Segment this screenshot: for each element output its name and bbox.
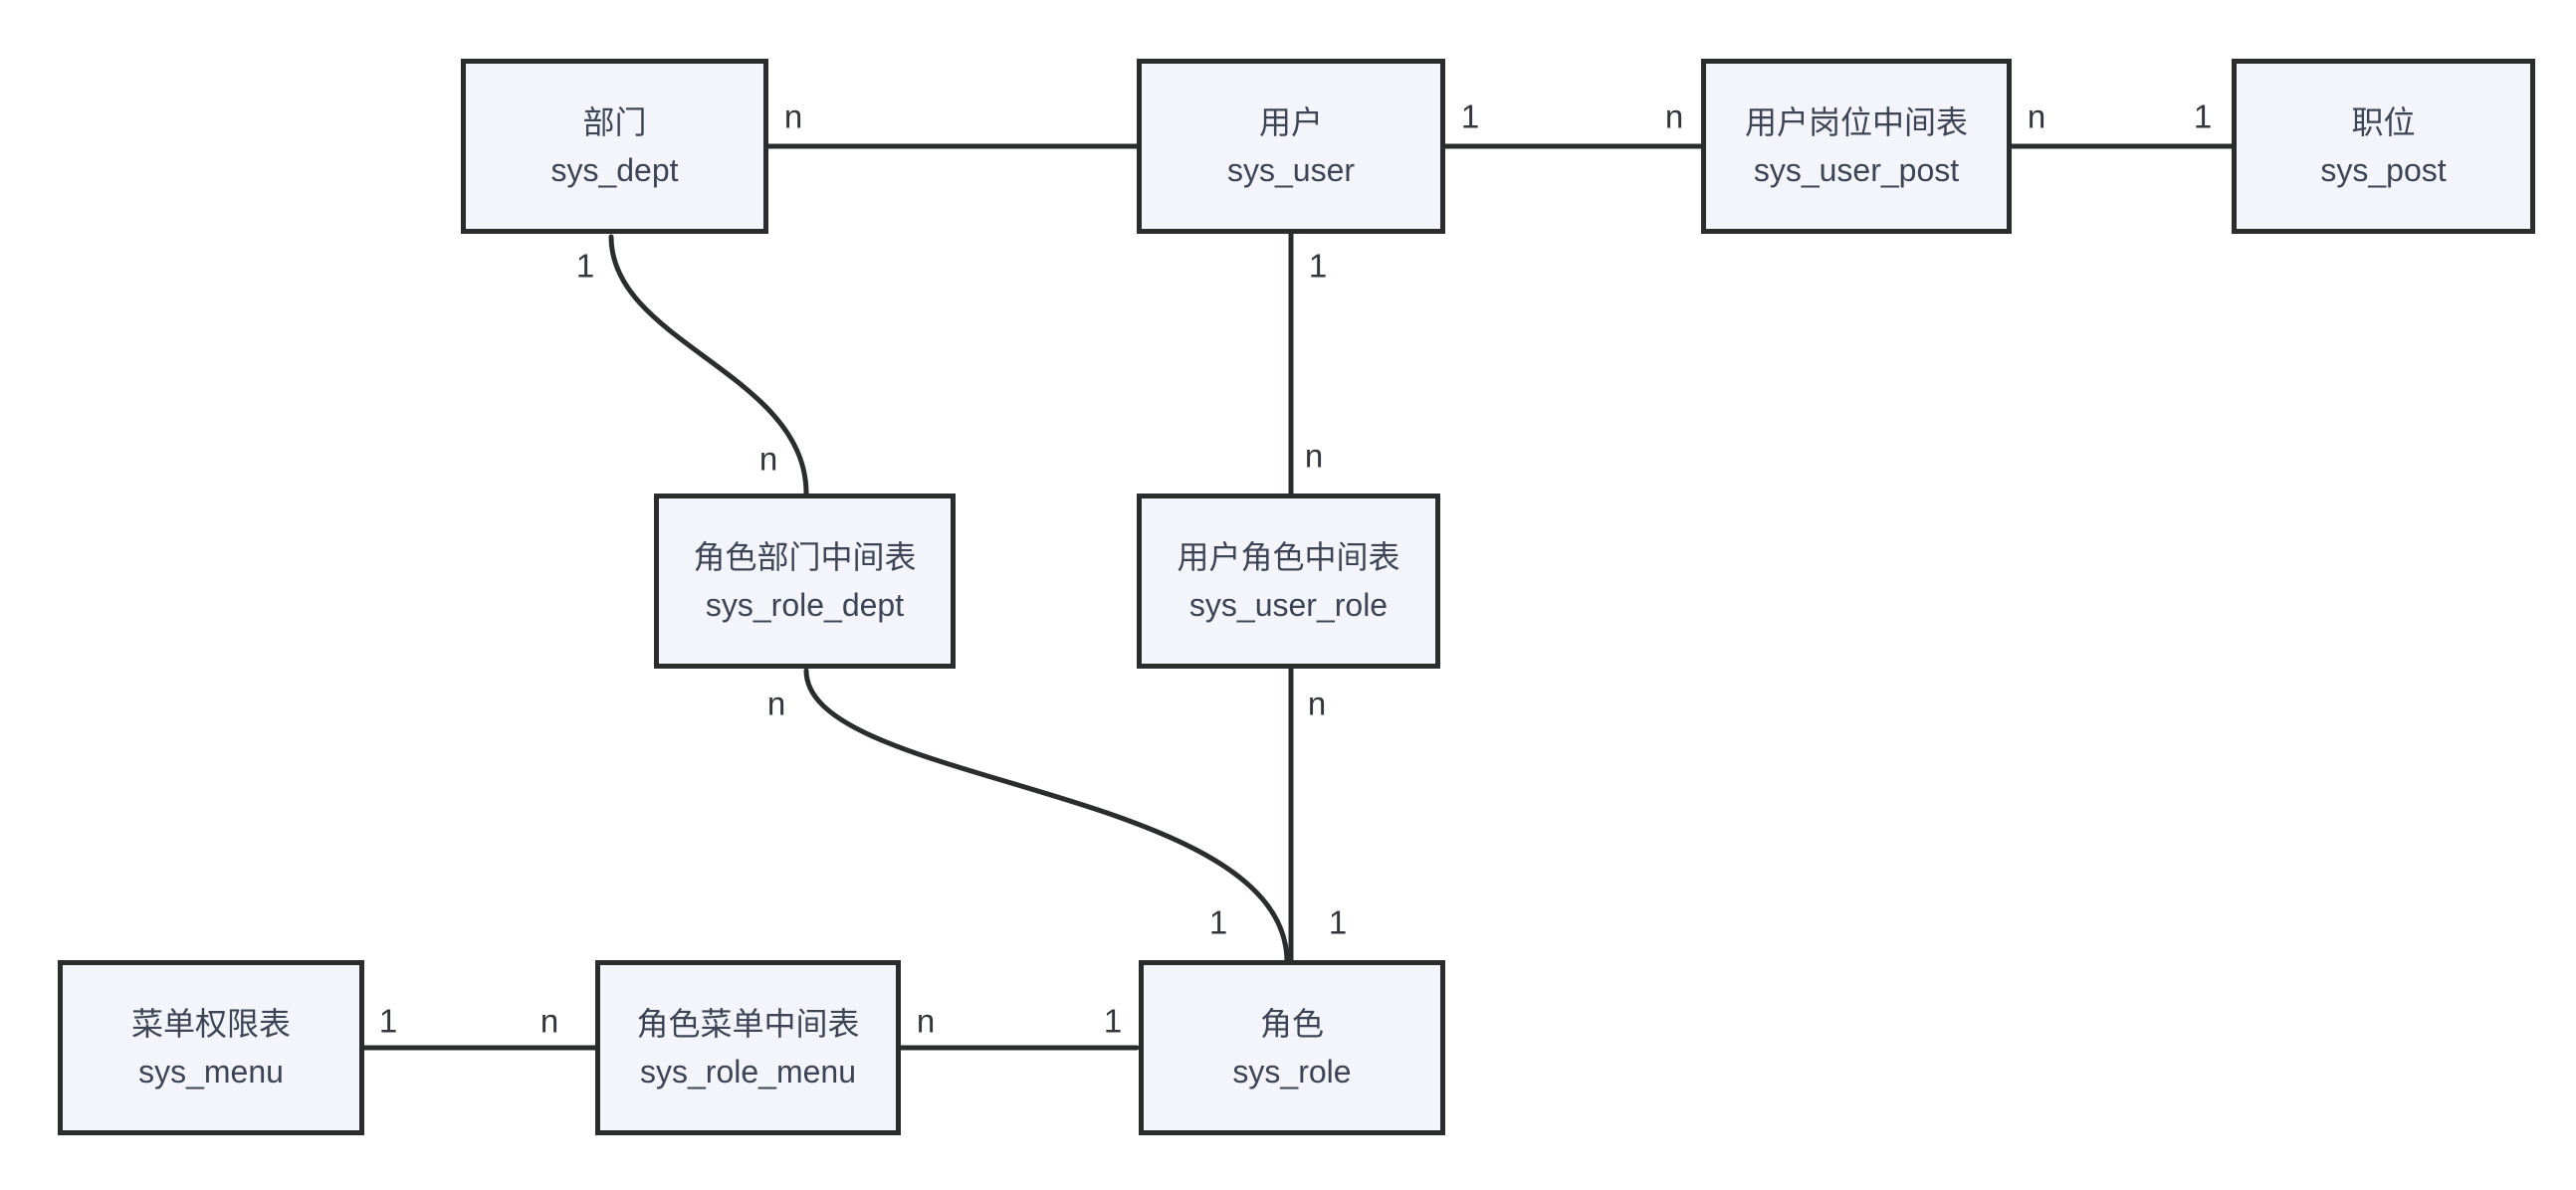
edge-dept-roledept bbox=[608, 234, 809, 496]
cardinality-userpost-post-n: n bbox=[2027, 98, 2046, 135]
cardinality-user-userrole-n: n bbox=[1304, 437, 1324, 475]
entity-name: 部门 bbox=[582, 104, 647, 140]
entity-sys-dept: 部门 sys_dept bbox=[461, 59, 768, 234]
cardinality-rolemenu-role-1: 1 bbox=[1103, 1002, 1123, 1040]
cardinality-dept-roledept-1: 1 bbox=[575, 247, 595, 285]
entity-table: sys_dept bbox=[550, 152, 679, 188]
cardinality-menu-rolemenu-1: 1 bbox=[378, 1002, 398, 1040]
entity-name: 职位 bbox=[2351, 104, 2416, 140]
cardinality-menu-rolemenu-n: n bbox=[539, 1002, 559, 1040]
entity-sys-role: 角色 sys_role bbox=[1139, 960, 1445, 1135]
entity-name: 角色部门中间表 bbox=[693, 539, 917, 575]
entity-table: sys_role_menu bbox=[640, 1054, 856, 1090]
entity-name: 用户岗位中间表 bbox=[1744, 104, 1968, 140]
entity-sys-role-dept: 角色部门中间表 sys_role_dept bbox=[654, 494, 956, 669]
cardinality-userrole-role-1: 1 bbox=[1328, 903, 1348, 941]
entity-table: sys_menu bbox=[138, 1054, 284, 1090]
entity-table: sys_post bbox=[2320, 152, 2447, 188]
entity-sys-menu: 菜单权限表 sys_menu bbox=[58, 960, 364, 1135]
entity-sys-user-role: 用户角色中间表 sys_user_role bbox=[1137, 494, 1440, 669]
cardinality-dept-user-n: n bbox=[783, 98, 803, 135]
cardinality-userpost-post-1: 1 bbox=[2193, 98, 2213, 135]
cardinality-roledept-role-1: 1 bbox=[1208, 903, 1228, 941]
entity-table: sys_role bbox=[1232, 1054, 1352, 1090]
entity-name: 用户 bbox=[1258, 104, 1323, 140]
entity-sys-user: 用户 sys_user bbox=[1137, 59, 1445, 234]
entity-table: sys_user_role bbox=[1188, 587, 1389, 623]
cardinality-roledept-role-n: n bbox=[766, 685, 786, 722]
entity-sys-role-menu: 角色菜单中间表 sys_role_menu bbox=[595, 960, 901, 1135]
cardinality-dept-roledept-n: n bbox=[758, 440, 778, 478]
cardinality-user-userpost-1: 1 bbox=[1460, 98, 1480, 135]
cardinality-user-userrole-1: 1 bbox=[1308, 247, 1328, 285]
cardinality-user-userpost-n: n bbox=[1664, 98, 1684, 135]
entity-name: 菜单权限表 bbox=[130, 1006, 291, 1042]
entity-name: 用户角色中间表 bbox=[1177, 539, 1400, 575]
entity-table: sys_role_dept bbox=[705, 587, 905, 623]
edge-roledept-role bbox=[803, 668, 1290, 965]
entity-name: 角色 bbox=[1259, 1006, 1324, 1042]
entity-table: sys_user_post bbox=[1753, 152, 1960, 188]
cardinality-userrole-role-n: n bbox=[1307, 685, 1327, 722]
entity-sys-user-post: 用户岗位中间表 sys_user_post bbox=[1701, 59, 2012, 234]
entity-name: 角色菜单中间表 bbox=[636, 1006, 860, 1042]
entity-table: sys_user bbox=[1226, 152, 1356, 188]
cardinality-rolemenu-role-n: n bbox=[916, 1002, 936, 1040]
entity-sys-post: 职位 sys_post bbox=[2232, 59, 2535, 234]
